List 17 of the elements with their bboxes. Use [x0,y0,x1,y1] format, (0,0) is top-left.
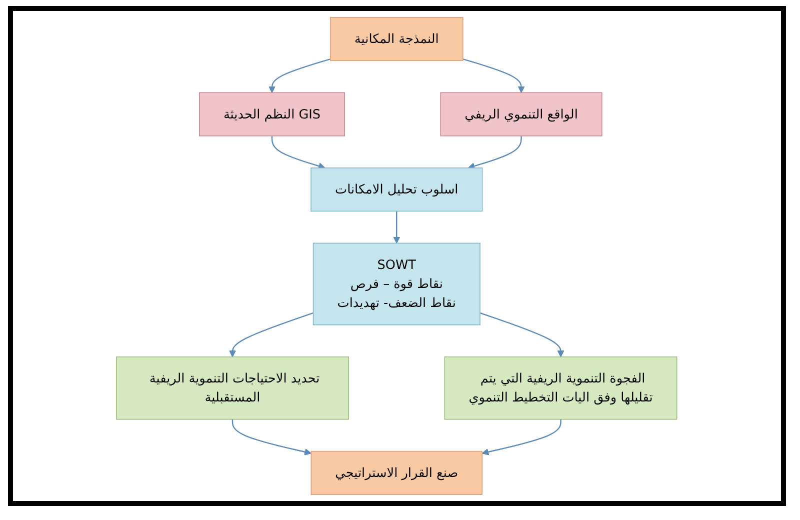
node-box [313,242,481,326]
node-box [199,92,346,136]
node-box [444,356,678,420]
node-box [311,450,483,495]
arrow [232,419,312,456]
arrow [272,136,326,170]
arrow [229,312,314,358]
arrow [482,419,562,456]
arrow [463,58,526,93]
arrow [468,136,522,170]
node-box [116,356,350,420]
arrow [268,58,331,93]
arrow [480,312,565,358]
node-box [310,168,484,212]
arrow [393,211,401,244]
node-box [440,92,603,136]
node-box [330,17,464,62]
